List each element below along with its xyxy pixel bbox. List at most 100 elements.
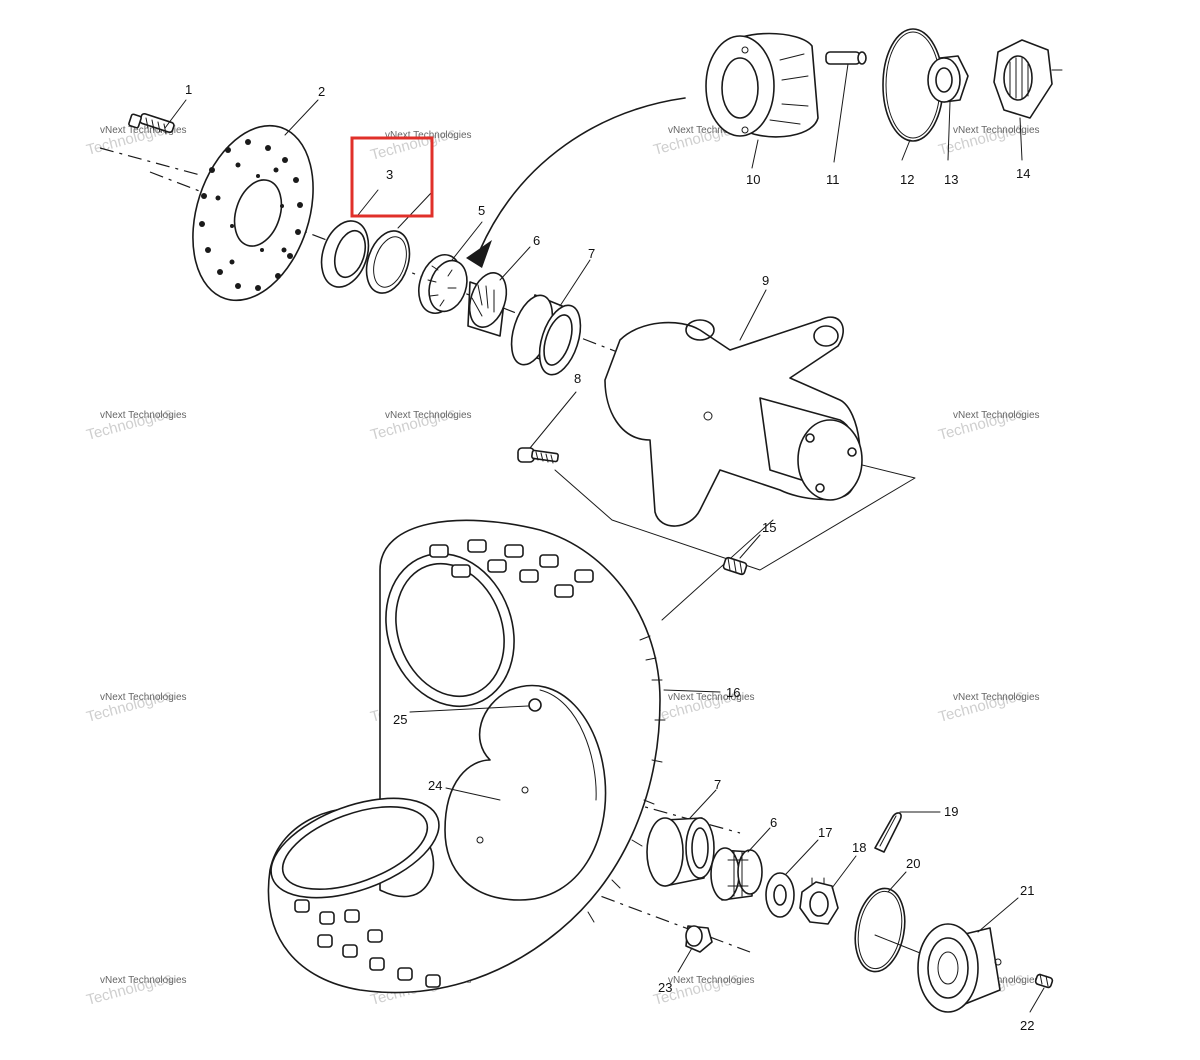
leader-line-3a [357, 189, 379, 216]
svg-text:vNext Technologies: vNext Technologies [385, 130, 472, 141]
part-11-pin: 11 [825, 51, 867, 187]
leader-line-20 [887, 871, 907, 893]
leader-line-16 [663, 689, 721, 693]
leader-line-12 [901, 139, 911, 161]
part-10-hub-carrier: 10 [466, 32, 819, 268]
part-1-bolt: 1 [128, 82, 192, 135]
part-19-cotter-pin: 19 [874, 804, 958, 853]
leader-line-6b [747, 827, 771, 853]
leader-line-5 [451, 221, 483, 261]
svg-text:vNext Technologies: vNext Technologies [385, 410, 472, 421]
leader-line-10 [751, 139, 759, 169]
part-number-18: 18 [852, 840, 866, 855]
svg-text:vNext Technologies: vNext Technologies [668, 125, 755, 136]
leader-line-17 [785, 839, 819, 875]
leader-line-7a [559, 259, 591, 307]
leader-line-8 [529, 391, 577, 449]
leader-line-22 [1029, 987, 1045, 1013]
part-17-washer: 17 [765, 825, 832, 918]
leader-line-18 [831, 855, 857, 889]
leader-line-25 [409, 705, 529, 713]
part-number-17: 17 [818, 825, 832, 840]
watermark: Technologies vNext Technologies [369, 125, 472, 164]
part-number-14: 14 [1016, 166, 1030, 181]
part-number-6-lower: 6 [770, 815, 777, 830]
part-number-1: 1 [185, 82, 192, 97]
part-6-tapered-bearing-upper: 6 [467, 233, 540, 337]
part-number-10: 10 [746, 172, 760, 187]
svg-text:vNext Technologies: vNext Technologies [100, 975, 187, 986]
svg-text:vNext Technologies: vNext Technologies [100, 410, 187, 421]
part-2-brake-disc: 2 [192, 84, 325, 302]
part-number-25: 25 [393, 712, 407, 727]
part-number-7-upper: 7 [588, 246, 595, 261]
part-number-11: 11 [826, 172, 840, 187]
leader-line-2 [284, 99, 319, 136]
part-15-set-screw: 15 [722, 520, 776, 576]
assembly-arrow-head [466, 240, 492, 268]
leader-line-6a [499, 246, 531, 281]
part-5-bearing-nut: 5 [418, 203, 485, 314]
part-21-hub-cap: 21 [917, 883, 1034, 1013]
leader-line-24 [445, 787, 501, 801]
leader-line-1 [164, 99, 187, 129]
part-number-5: 5 [478, 203, 485, 218]
part-number-23: 23 [658, 980, 672, 995]
part-number-3: 3 [386, 167, 393, 182]
part-8-bolt: 8 [517, 371, 581, 464]
part-number-12: 12 [900, 172, 914, 187]
assembly-arrow [479, 97, 686, 251]
part-14-axle-nut: 14 [993, 39, 1063, 181]
svg-text:vNext Technologies: vNext Technologies [668, 692, 755, 703]
leader-line-3b [397, 191, 433, 229]
leader-line-15 [739, 534, 761, 559]
part-number-19: 19 [944, 804, 958, 819]
part-13-spacer: 13 [927, 55, 969, 187]
part-7-bearing-cup-upper: 7 [510, 246, 595, 376]
watermark: Technologies vNext Technologies [369, 405, 472, 444]
part-3-seal-and-ring: 3 [320, 136, 434, 294]
part-24-wheel-rim: 24 25 [393, 684, 607, 901]
part-number-6-upper: 6 [533, 233, 540, 248]
svg-text:vNext Technologies: vNext Technologies [668, 975, 755, 986]
watermark: Technologies vNext Technologies [937, 405, 1040, 444]
axis-line-upper-left [99, 147, 201, 176]
part-20-o-ring: 20 [854, 856, 920, 973]
part-number-20: 20 [906, 856, 920, 871]
part-7-bearing-cup-lower: 7 [646, 777, 721, 887]
part-number-2: 2 [318, 84, 325, 99]
part-6-tapered-bearing-lower: 6 [710, 815, 777, 901]
tire-tread-blocks [294, 539, 594, 988]
leader-line-13 [947, 101, 951, 161]
part-18-castle-nut: 18 [799, 840, 866, 925]
part-number-13: 13 [944, 172, 958, 187]
watermark: Technologies vNext Technologies [85, 687, 187, 726]
leader-line-7b [689, 789, 717, 819]
part-number-8: 8 [574, 371, 581, 386]
part-9-steering-knuckle: 9 [604, 273, 863, 527]
part-number-9: 9 [762, 273, 769, 288]
watermark: Technologies vNext Technologies [85, 405, 187, 444]
leader-line-21 [977, 897, 1019, 933]
watermark: Technologies vNext Technologies [937, 120, 1040, 159]
watermark: Technologies vNext Technologies [85, 970, 187, 1009]
leader-line-9 [739, 289, 767, 341]
part-number-16: 16 [726, 685, 740, 700]
hub-to-wheel-line [661, 519, 774, 621]
highlight-box-part-3 [350, 136, 434, 218]
leader-line-14 [1019, 117, 1023, 161]
watermark: Technologies vNext Technologies [937, 687, 1040, 726]
part-22-screw: 22 [1020, 973, 1054, 1033]
svg-text:vNext Technologies: vNext Technologies [953, 125, 1040, 136]
svg-text:vNext Technologies: vNext Technologies [100, 692, 187, 703]
svg-text:vNext Technologies: vNext Technologies [953, 410, 1040, 421]
part-12-o-ring: 12 [882, 28, 944, 187]
part-number-15: 15 [762, 520, 776, 535]
svg-text:vNext Technologies: vNext Technologies [953, 692, 1040, 703]
part-number-21: 21 [1020, 883, 1034, 898]
disc-vent-holes [199, 139, 303, 291]
svg-text:vNext Technologies: vNext Technologies [100, 125, 187, 136]
part-number-24: 24 [428, 778, 442, 793]
part-23-lug-nut: 23 [658, 925, 713, 995]
